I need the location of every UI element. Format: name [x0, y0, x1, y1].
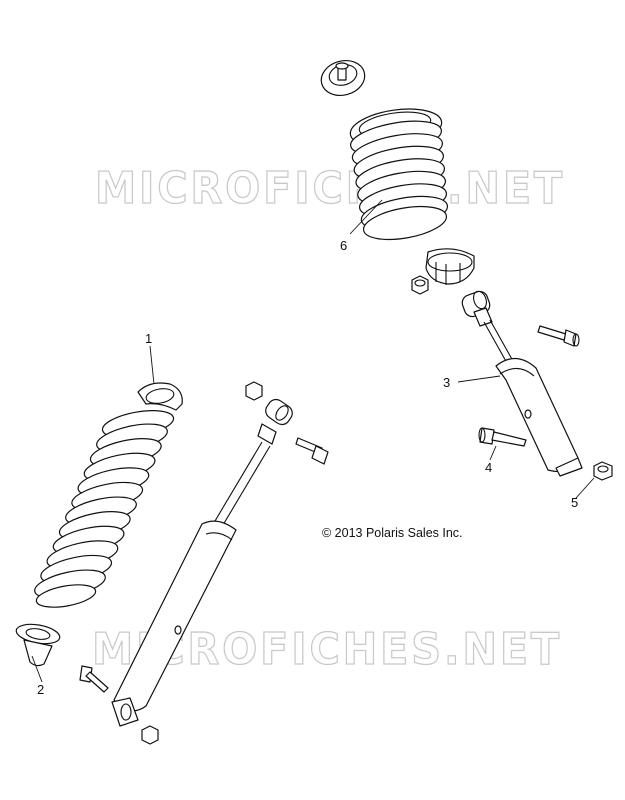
coil-spring-left	[34, 410, 175, 608]
callout-5: 5	[571, 495, 578, 510]
coil-spring-right	[349, 108, 449, 241]
bolt-left-lower	[79, 665, 109, 693]
nut-left-top	[245, 381, 263, 401]
spring-seat-left	[15, 623, 61, 667]
nut-left-lower	[141, 725, 159, 745]
shock-absorber-right	[461, 290, 583, 477]
callout-4: 4	[485, 460, 492, 475]
callout-1: 1	[145, 331, 152, 346]
leader-3	[457, 375, 501, 383]
leader-6	[349, 199, 383, 235]
spring-retainer-left	[137, 382, 183, 411]
copyright-text: © 2013 Polaris Sales Inc.	[322, 526, 463, 540]
leader-4	[489, 445, 497, 461]
leader-2	[31, 655, 43, 683]
callout-3: 3	[443, 375, 450, 390]
callout-6: 6	[340, 238, 347, 253]
callout-2: 2	[37, 682, 44, 697]
leader-5	[575, 477, 595, 499]
bolt-left-upper	[295, 437, 329, 465]
watermark-top: MICROFICHES.NET	[95, 163, 565, 214]
bolt-right-upper	[537, 325, 580, 347]
spring-seat-right	[425, 248, 475, 285]
nut-part-5	[593, 461, 613, 481]
bolt-part-4	[478, 427, 527, 447]
nut-right-top	[411, 275, 429, 295]
leader-1	[149, 345, 155, 385]
shock-absorber-left	[111, 398, 293, 727]
spring-retainer-top	[320, 60, 366, 96]
